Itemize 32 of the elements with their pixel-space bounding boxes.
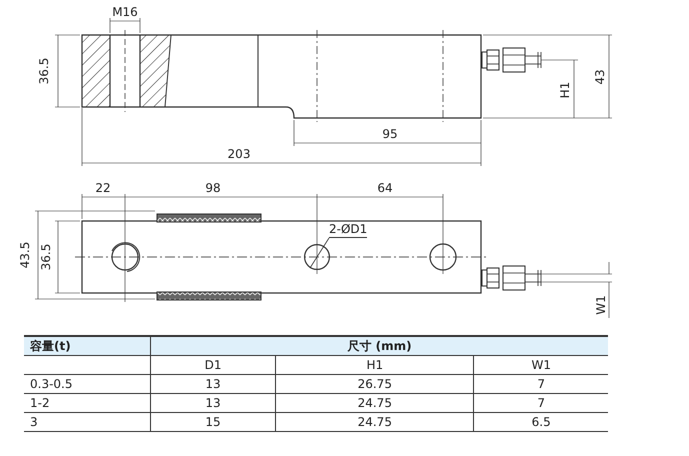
- callout-label: 2-ØD1: [329, 222, 367, 238]
- dimension-label: 36.5: [37, 58, 51, 84]
- table-cell: 0.3-0.5: [24, 374, 150, 394]
- leader-line: [310, 238, 330, 268]
- dimension-label: 203: [228, 147, 250, 161]
- table-cell: H1: [276, 356, 474, 374]
- dimension-label: 98: [205, 181, 221, 195]
- header-cell: 尺寸 (mm): [150, 336, 608, 356]
- dimension-label: H1: [558, 82, 572, 98]
- dimension-label: 43: [593, 69, 607, 85]
- table-cell: 7: [474, 374, 608, 394]
- table-cell: 26.75: [276, 374, 474, 394]
- table-cell: 6.5: [474, 412, 608, 432]
- table-cell: 24.75: [276, 412, 474, 432]
- dimension-label: 64: [377, 181, 393, 195]
- table-cell: 15: [150, 412, 276, 432]
- table-cell: 7: [474, 394, 608, 412]
- dimension-label: W1: [594, 295, 608, 315]
- dimension-label: 95: [382, 127, 398, 141]
- dimension-label: 36.5: [39, 244, 53, 270]
- table-cell: 3: [24, 412, 150, 432]
- table-cell: 1-2: [24, 394, 150, 412]
- table-cell: 24.75: [276, 394, 474, 412]
- dimension-label: 43.5: [18, 242, 32, 268]
- table-cell: W1: [474, 356, 608, 374]
- hole-symbol: [304, 244, 330, 270]
- table-cell: 13: [150, 374, 276, 394]
- header-cell: 容量(t): [24, 336, 150, 356]
- dimension-label: M16: [112, 5, 138, 19]
- table-cell: 13: [150, 394, 276, 412]
- dimension-label: 22: [95, 181, 111, 195]
- table-cell: D1: [150, 356, 276, 374]
